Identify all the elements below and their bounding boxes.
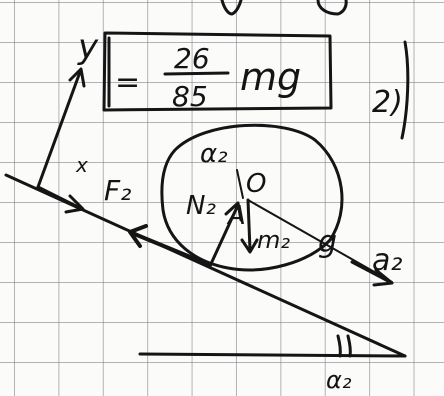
y-axis-label: y bbox=[77, 27, 99, 67]
angle-label-top: α₂ bbox=[200, 139, 228, 169]
ball-incline-guide bbox=[247, 199, 393, 283]
result-box bbox=[102, 31, 333, 112]
friction-arrow bbox=[128, 224, 212, 267]
gravity-arrow bbox=[240, 198, 259, 254]
fraction-bar bbox=[163, 71, 230, 76]
acceleration-arrow bbox=[350, 260, 394, 287]
mg-factor: mg bbox=[240, 55, 301, 99]
incline bbox=[4, 173, 407, 358]
equation-tag: 2) bbox=[372, 85, 403, 120]
top-scribbles bbox=[220, 0, 348, 16]
x-axis-label: x bbox=[75, 153, 88, 177]
normal-label: N₂ bbox=[186, 191, 216, 221]
fraction-denominator: 85 bbox=[172, 80, 208, 113]
gravity-g-label: g bbox=[318, 225, 337, 260]
equals-sign: = bbox=[115, 65, 140, 100]
friction-label: F₂ bbox=[104, 174, 131, 207]
angle-marker bbox=[236, 169, 244, 199]
ball-circle bbox=[160, 123, 344, 272]
gravity-mass-label: m₂ bbox=[257, 226, 290, 254]
coordinate-axes bbox=[36, 67, 86, 214]
normal-arrow bbox=[208, 201, 243, 268]
fraction-numerator: 26 bbox=[174, 42, 210, 75]
angle-label-bottom: α₂ bbox=[326, 366, 352, 394]
right-bracket bbox=[400, 40, 410, 140]
center-label: O bbox=[246, 169, 266, 199]
acceleration-label: a₂ bbox=[372, 243, 402, 278]
